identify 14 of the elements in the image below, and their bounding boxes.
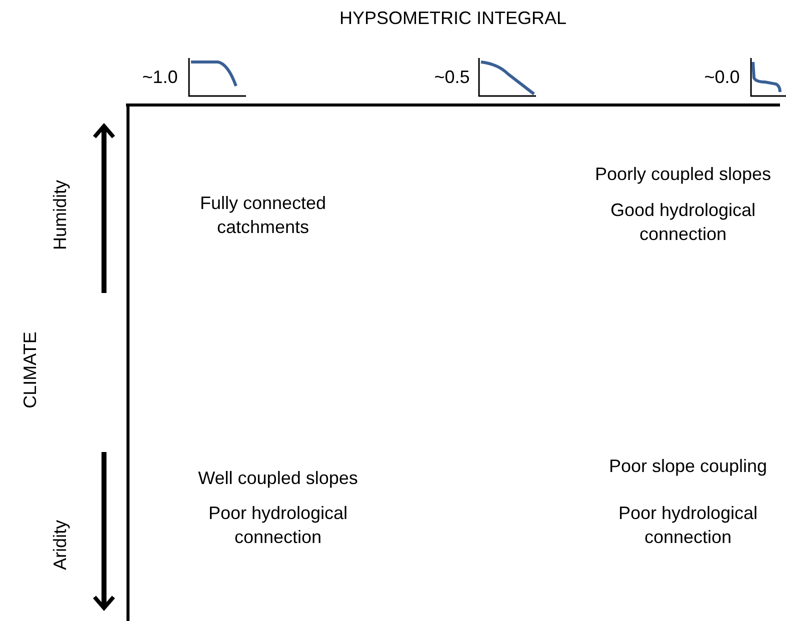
tick-label: ~0.0 bbox=[703, 66, 741, 89]
quadrant-text: Poor hydrological connection bbox=[207, 502, 349, 549]
tick-label: ~1.0 bbox=[141, 66, 179, 89]
quadrant-text: Fully connected catchments bbox=[198, 192, 328, 239]
quadrant-text: Good hydrological connection bbox=[609, 199, 757, 246]
tick-label: ~0.5 bbox=[433, 66, 471, 89]
quadrant-text: Poorly coupled slopes bbox=[594, 163, 772, 186]
quadrant-text: Poor slope coupling bbox=[608, 455, 768, 478]
axis-title: HYPSOMETRIC INTEGRAL bbox=[338, 7, 568, 30]
axis-title: CLIMATE bbox=[19, 330, 41, 410]
axis-label: Humidity bbox=[49, 179, 71, 252]
quadrant-text: Poor hydrological connection bbox=[617, 502, 759, 549]
axis-label: Aridity bbox=[49, 519, 71, 572]
quadrant-text: Well coupled slopes bbox=[197, 467, 359, 490]
